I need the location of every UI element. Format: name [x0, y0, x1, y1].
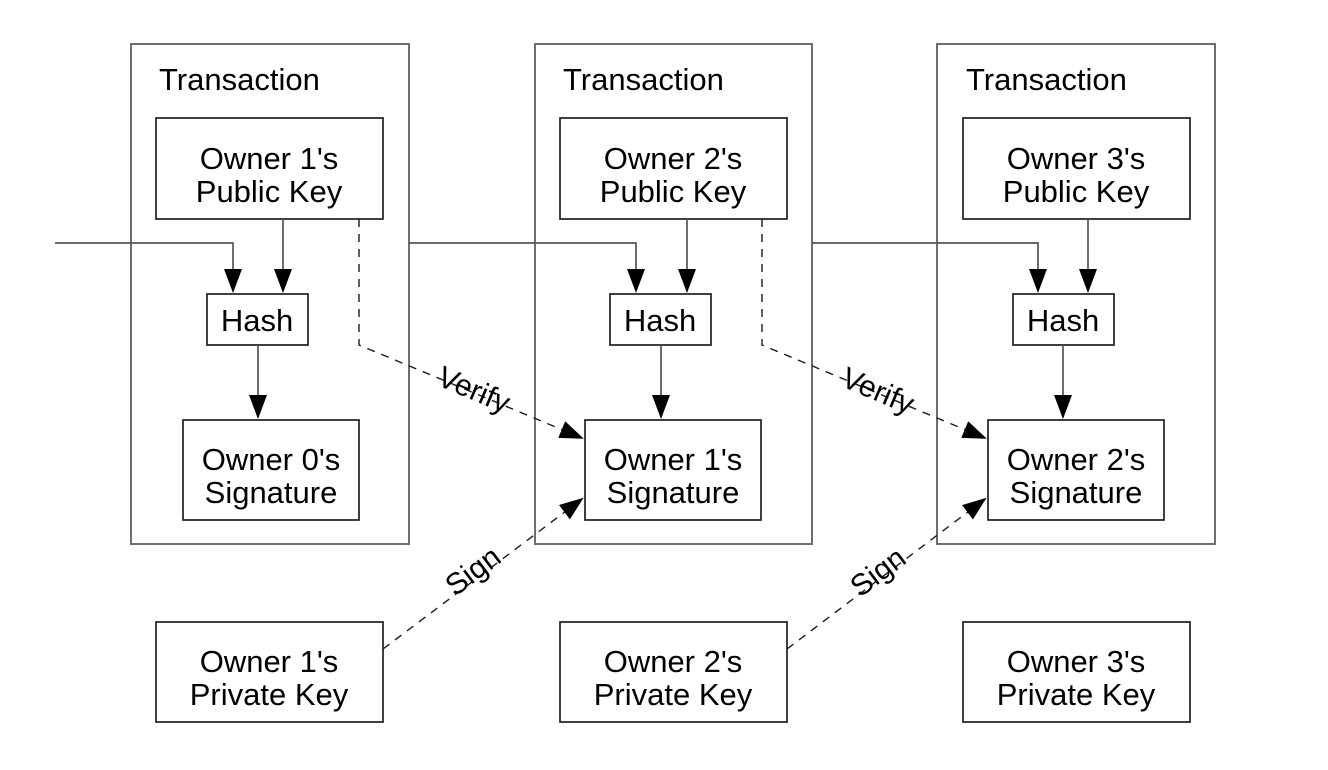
public-key-1-line1: Owner 1's: [200, 141, 339, 176]
chain-link-arrow-1: [409, 242, 645, 293]
signature-box-3: [987, 419, 1165, 521]
solid-arrows: [55, 219, 1097, 419]
sign-arrow-2: [786, 497, 987, 650]
verify-arrow-2: [761, 219, 987, 439]
transaction-3: Transaction Owner 3's Public Key Hash Ow…: [936, 43, 1216, 545]
sign-label-2: Sign: [844, 541, 912, 603]
transaction-3-title: Transaction: [966, 62, 1127, 97]
signature-box-1: [182, 419, 360, 521]
signature-1-line1: Owner 0's: [202, 442, 341, 477]
verify-arrow-1: [358, 219, 584, 439]
private-key-1-line2: Private Key: [190, 677, 349, 712]
public-key-box-3: [962, 117, 1191, 220]
verify-label-2: Verify: [837, 361, 919, 421]
signature-3-line1: Owner 2's: [1007, 442, 1146, 477]
public-key-1-line2: Public Key: [196, 174, 343, 209]
private-key-2-line2: Private Key: [594, 677, 753, 712]
verify-label-1: Verify: [433, 360, 515, 420]
hash-label-2: Hash: [624, 303, 696, 338]
public-key-3-line2: Public Key: [1003, 174, 1150, 209]
private-key-2-line1: Owner 2's: [604, 644, 743, 679]
transaction-2-title: Transaction: [563, 62, 724, 97]
signature-box-2: [584, 419, 762, 521]
signature-1-line2: Signature: [205, 475, 338, 510]
signature-2-line1: Owner 1's: [604, 442, 743, 477]
private-key-box-2: [559, 621, 788, 723]
public-key-box-1: [155, 117, 384, 220]
public-key-2-line1: Owner 2's: [604, 141, 743, 176]
transaction-1: Transaction Owner 1's Public Key Hash Ow…: [130, 43, 410, 545]
sign-arrow-1: [382, 497, 584, 650]
private-key-3-line2: Private Key: [997, 677, 1156, 712]
transaction-2: Transaction Owner 2's Public Key Hash Ow…: [534, 43, 813, 545]
private-key-3-line1: Owner 3's: [1007, 644, 1146, 679]
private-key-box-1: [155, 621, 384, 723]
private-key-1-line1: Owner 1's: [200, 644, 339, 679]
hash-label-1: Hash: [221, 303, 293, 338]
transaction-1-title: Transaction: [159, 62, 320, 97]
public-key-2-line2: Public Key: [600, 174, 747, 209]
signature-2-line2: Signature: [607, 475, 740, 510]
public-key-box-2: [559, 117, 788, 220]
sign-label-1: Sign: [439, 540, 507, 602]
private-keys: Owner 1's Private Key Owner 2's Private …: [155, 621, 1191, 723]
private-key-box-3: [962, 621, 1191, 723]
signature-3-line2: Signature: [1010, 475, 1143, 510]
chain-link-arrow-0: [55, 242, 242, 293]
public-key-3-line1: Owner 3's: [1007, 141, 1146, 176]
chain-link-arrow-2: [812, 242, 1047, 293]
hash-box-3: [1012, 293, 1115, 346]
hash-label-3: Hash: [1027, 303, 1099, 338]
